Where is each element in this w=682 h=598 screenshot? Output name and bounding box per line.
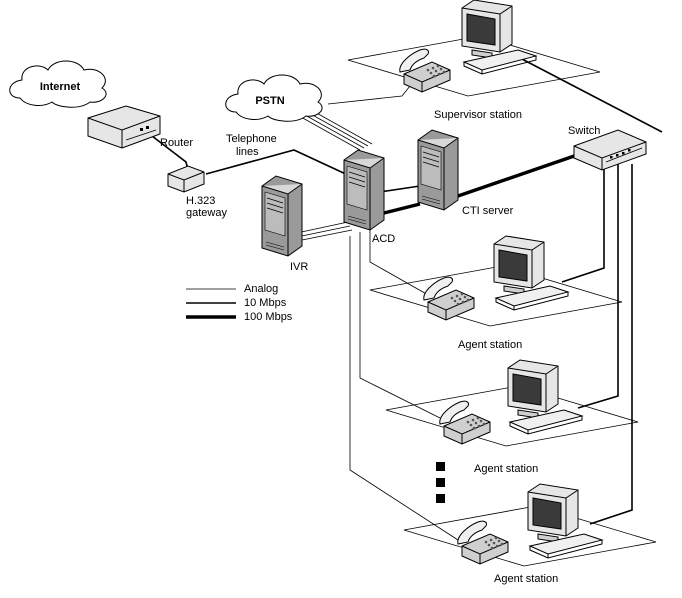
- legend-100mbps-label: 100 Mbps: [244, 311, 293, 323]
- agent-station-3[interactable]: Agent station: [457, 483, 603, 585]
- cloud-icon: [225, 74, 323, 122]
- agent-station-1-label: Agent station: [458, 339, 522, 351]
- supervisor-station-label: Supervisor station: [434, 109, 522, 121]
- server-tower-icon: [261, 175, 303, 257]
- agent-station-1[interactable]: Agent station: [423, 235, 569, 351]
- telephone-lines-label-line1: Telephone: [226, 133, 277, 145]
- acd-server[interactable]: ACD: [343, 149, 395, 245]
- agent-station-2[interactable]: Agent station: [439, 359, 583, 475]
- gateway-icon: [167, 165, 205, 193]
- router-label: Router: [160, 137, 193, 149]
- more-stations-ellipsis: [436, 462, 445, 503]
- legend-analog-label: Analog: [244, 283, 278, 295]
- computer-icon: [461, 0, 537, 75]
- router[interactable]: Router: [87, 105, 193, 149]
- agent-station-2-label: Agent station: [474, 463, 538, 475]
- ivr-label: IVR: [290, 261, 308, 273]
- h323-gateway[interactable]: H.323 gateway: [167, 165, 227, 219]
- switch-icon: [573, 129, 647, 171]
- network-switch[interactable]: Switch: [568, 125, 647, 171]
- server-tower-icon: [417, 129, 459, 211]
- switch-label: Switch: [568, 125, 600, 137]
- computer-icon: [507, 359, 583, 435]
- computer-icon: [527, 483, 603, 559]
- cti-server[interactable]: CTI server: [417, 129, 514, 217]
- agent-station-3-label: Agent station: [494, 573, 558, 585]
- telephone-lines-label-line2: lines: [236, 146, 259, 158]
- legend-10mbps-label: 10 Mbps: [244, 297, 287, 309]
- supervisor-station[interactable]: Supervisor station: [399, 0, 537, 121]
- pstn-cloud[interactable]: PSTN: [225, 74, 323, 122]
- gateway-label-line2: gateway: [186, 207, 227, 219]
- server-tower-icon: [343, 149, 385, 231]
- internet-cloud[interactable]: Internet: [9, 60, 107, 108]
- cti-server-label: CTI server: [462, 205, 514, 217]
- internet-label: Internet: [40, 81, 81, 93]
- ivr-server[interactable]: IVR: [261, 175, 308, 273]
- router-icon: [87, 105, 161, 149]
- legend: Analog 10 Mbps 100 Mbps: [186, 283, 293, 323]
- cloud-icon: [9, 60, 107, 108]
- gateway-label-line1: H.323: [186, 195, 215, 207]
- computer-icon: [493, 235, 569, 311]
- acd-label: ACD: [372, 233, 395, 245]
- pstn-label: PSTN: [255, 95, 284, 107]
